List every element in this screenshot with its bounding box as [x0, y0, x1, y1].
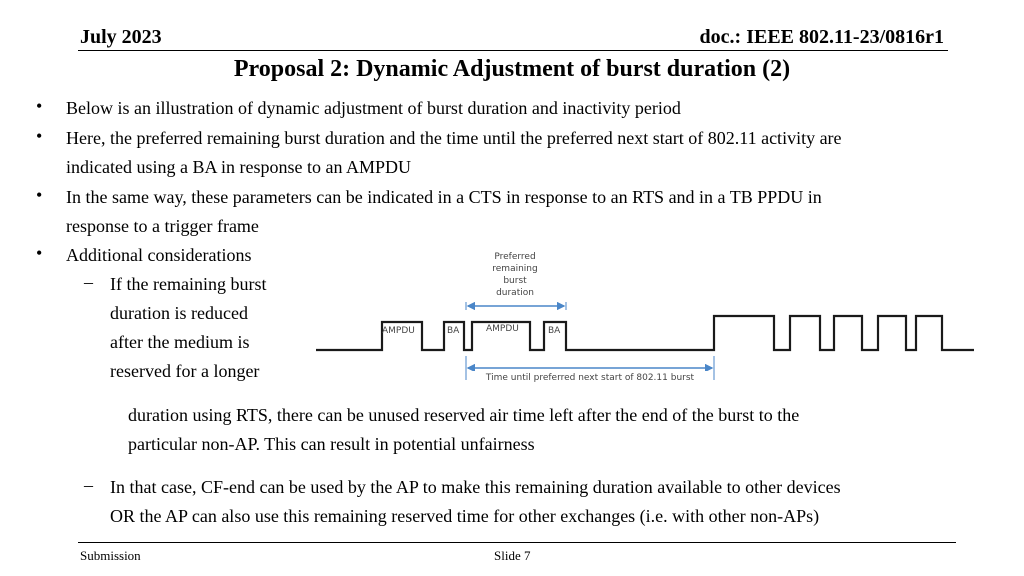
sub-bullet-text: OR the AP can also use this remaining re…	[110, 506, 820, 526]
header-date: July 2023	[80, 26, 162, 48]
dash-marker: –	[84, 272, 93, 292]
footer-divider	[78, 542, 956, 543]
dash-marker: –	[84, 475, 93, 495]
footer-submission: Submission	[80, 548, 141, 563]
footer-slide-number: Slide 7	[494, 548, 531, 563]
preferred-label: Preferred remaining burst duration	[492, 252, 537, 298]
sub-bullet-text: particular non-AP. This can result in po…	[128, 434, 535, 454]
ampdu-label: AMPDU	[382, 326, 415, 336]
bullet-text: Here, the preferred remaining burst dura…	[66, 128, 842, 148]
time-until-label-bg	[470, 371, 710, 382]
preferred-label-line: duration	[496, 288, 534, 298]
preferred-label-line: burst	[503, 276, 527, 286]
sub-bullet-text: In that case, CF-end can be used by the …	[110, 477, 841, 497]
bullet-text: indicated using a BA in response to an A…	[66, 157, 411, 177]
signal-waveform	[316, 314, 974, 352]
bullet-marker: •	[36, 243, 43, 263]
burst-timing-diagram: Preferred remaining burst duration AMPDU…	[316, 252, 974, 383]
sub-bullet-text: If the remaining burst	[110, 274, 267, 294]
ba-label: BA	[447, 326, 460, 336]
preferred-label-line: Preferred	[494, 252, 535, 262]
sub-bullet-text: duration is reduced	[110, 303, 248, 323]
ampdu-label: AMPDU	[486, 324, 519, 334]
ba-label: BA	[548, 326, 561, 336]
bullet-text: response to a trigger frame	[66, 216, 259, 236]
bullet-text: Below is an illustration of dynamic adju…	[66, 98, 681, 118]
sub-bullet-text: after the medium is	[110, 332, 250, 352]
bullet-marker: •	[36, 96, 43, 116]
header-divider	[78, 50, 948, 51]
preferred-label-line: remaining	[492, 264, 537, 274]
header-doc-id: doc.: IEEE 802.11-23/0816r1	[699, 26, 944, 48]
slide-title: Proposal 2: Dynamic Adjustment of burst …	[233, 56, 791, 82]
bullet-marker: •	[36, 126, 43, 146]
bullet-text: Additional considerations	[66, 245, 252, 265]
sub-bullet-text: reserved for a longer	[110, 361, 260, 381]
time-until-label: Time until preferred next start of 802.1…	[485, 373, 695, 383]
bullet-text: In the same way, these parameters can be…	[66, 187, 822, 207]
bullet-marker: •	[36, 185, 43, 205]
sub-bullet-text: duration using RTS, there can be unused …	[128, 405, 800, 425]
